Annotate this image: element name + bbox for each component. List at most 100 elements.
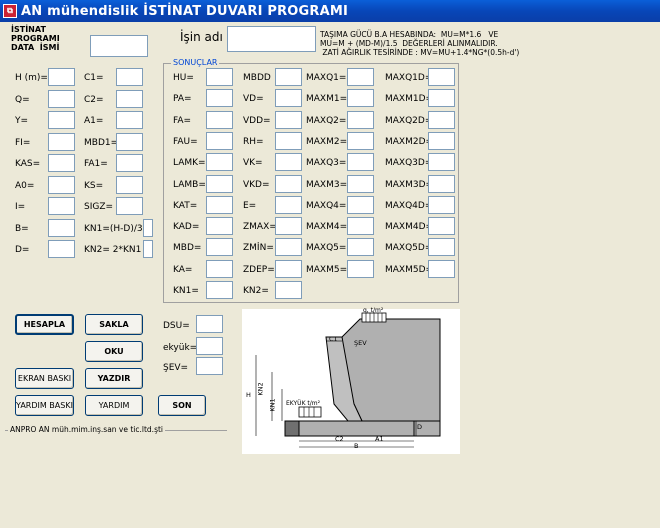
input-field[interactable] (48, 132, 75, 151)
diagram-label-sev: ŞEV (354, 339, 367, 347)
input-field[interactable] (48, 197, 75, 215)
result-field (428, 89, 455, 108)
input-field[interactable] (48, 68, 75, 86)
data-name-input[interactable] (90, 35, 148, 57)
app-icon: ⧉ (3, 4, 17, 18)
result-label: VK= (243, 158, 263, 169)
input-field[interactable] (48, 175, 75, 194)
oku-button[interactable]: OKU (85, 341, 143, 362)
son-button[interactable]: SON (158, 395, 206, 416)
input-label: A0= (15, 180, 35, 191)
result-label: VD= (243, 94, 264, 105)
result-label: LAMB= (173, 179, 206, 190)
result-label: KN1= (173, 286, 199, 296)
input-label: KS= (84, 180, 104, 191)
ekran-baski-button[interactable]: EKRAN BASKI (15, 368, 74, 389)
result-field (428, 153, 455, 172)
result-field (347, 153, 374, 172)
result-field (275, 195, 302, 214)
hesapla-button[interactable]: HESAPLA (15, 314, 74, 335)
result-label: MAXM2D= (385, 136, 434, 147)
result-label: ZMAX= (243, 222, 277, 233)
input-label: Y= (15, 116, 29, 126)
yazdir-button[interactable]: YAZDIR (85, 368, 143, 389)
input-field[interactable] (48, 218, 75, 237)
input-field[interactable] (48, 154, 75, 172)
input-label: Q= (15, 94, 30, 105)
result-field (347, 217, 374, 236)
result-label: FA= (173, 115, 192, 126)
diagram-label-a1: A1 (375, 435, 384, 443)
result-label: MAXQ1= (306, 73, 347, 83)
diagram-label-c2: C2 (335, 435, 344, 443)
result-field (206, 131, 233, 150)
result-label: PA= (173, 94, 192, 105)
result-field (206, 217, 233, 236)
input-field[interactable] (143, 240, 153, 258)
result-field (347, 131, 374, 150)
diagram-label-kn2: KN2 (256, 382, 265, 396)
input-field[interactable] (143, 218, 153, 237)
title-bar: ⧉ AN mühendislik İSTİNAT DUVARI PROGRAMI (0, 0, 660, 22)
result-label: HU= (173, 73, 194, 83)
result-label: MAXM3= (306, 179, 348, 190)
diagram-label-b: B (354, 442, 359, 450)
result-field (347, 259, 374, 278)
result-field (428, 217, 455, 236)
input-field[interactable] (116, 89, 143, 108)
ekyuk-label: ekyük= (163, 343, 198, 353)
input-field[interactable] (116, 154, 143, 172)
result-label: MAXQ5= (306, 243, 347, 254)
result-label: MAXM2= (306, 136, 348, 147)
yardim-button[interactable]: YARDIM (85, 395, 143, 416)
input-field[interactable] (48, 240, 75, 258)
result-label: MAXM1= (306, 94, 348, 105)
input-field[interactable] (48, 111, 75, 129)
job-name-input[interactable] (227, 26, 316, 52)
result-label: KAT= (173, 200, 198, 211)
result-field (347, 110, 374, 129)
input-field[interactable] (116, 68, 143, 86)
sev-input[interactable] (196, 357, 223, 375)
result-field (275, 110, 302, 129)
input-label: MBD1= (84, 137, 119, 148)
input-label: C1= (84, 73, 104, 83)
result-field (347, 174, 374, 193)
result-field (206, 281, 233, 299)
result-field (347, 195, 374, 214)
result-field (206, 68, 233, 86)
result-field (206, 89, 233, 108)
result-label: RH= (243, 136, 264, 147)
input-field[interactable] (116, 132, 143, 151)
yardim-baski-button[interactable]: YARDIM BASKI (15, 395, 74, 416)
result-label: MAXQ2= (306, 115, 347, 126)
formula-note: TAŞIMA GÜCÜ B.A HESABINDA: MU=M*1.6 VE M… (320, 30, 520, 57)
result-label: KAD= (173, 222, 200, 233)
diagram-label-kn1: KN1 (268, 398, 277, 412)
results-frame (163, 63, 459, 303)
input-label: FA1= (84, 159, 108, 169)
input-field[interactable] (116, 175, 143, 194)
result-field (347, 68, 374, 86)
input-label: C2= (84, 94, 104, 105)
result-label: MAXQ3D= (385, 158, 433, 169)
result-label: MAXQ5D= (385, 243, 433, 254)
result-field (275, 174, 302, 193)
result-label: MAXM5= (306, 264, 348, 275)
result-label: MAXM4D= (385, 222, 434, 233)
sakla-button[interactable]: SAKLA (85, 314, 143, 335)
result-label: MAXQ1D= (385, 73, 433, 83)
input-field[interactable] (48, 89, 75, 108)
result-field (428, 195, 455, 214)
dsu-input[interactable] (196, 315, 223, 333)
result-label: MBDD (243, 73, 271, 83)
input-label: B= (15, 223, 29, 234)
window-title: AN mühendislik İSTİNAT DUVARI PROGRAMI (21, 3, 349, 19)
ekyuk-input[interactable] (196, 337, 223, 355)
input-field[interactable] (116, 197, 143, 215)
data-name-label: İSTİNAT PROGRAMI DATA İSMİ (11, 25, 60, 52)
result-field (428, 110, 455, 129)
result-field (275, 131, 302, 150)
retaining-wall-diagram: q, t/m² C1 ŞEV H KN2 KN1 EKYÜK t/m² D C2… (242, 307, 460, 454)
input-field[interactable] (116, 111, 143, 129)
